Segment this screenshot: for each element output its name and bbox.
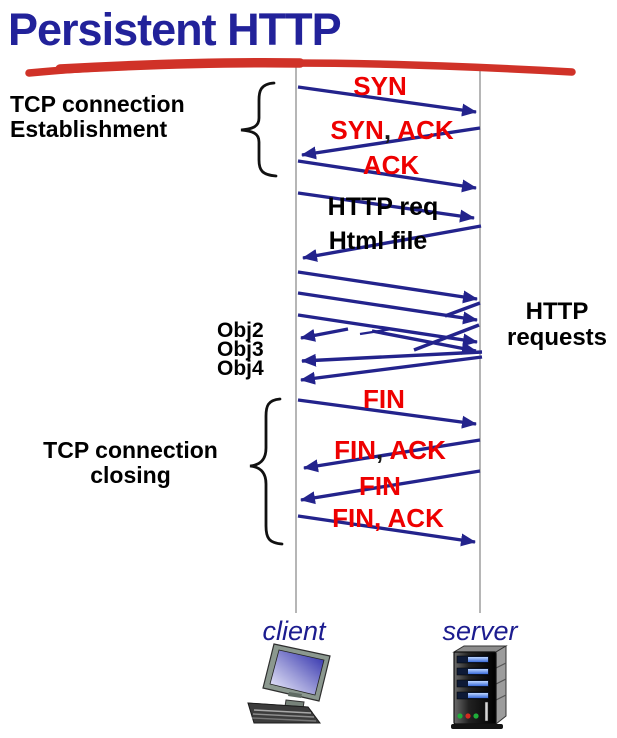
label-tcp-establishment-line2: Establishment <box>10 116 168 142</box>
monitor-button <box>288 692 302 698</box>
label-fin-ack-server: FIN, ACK <box>334 435 446 465</box>
arrow-fin-client <box>297 398 477 429</box>
label-tcp-closing-line2: closing <box>90 462 171 488</box>
server-side <box>495 645 507 726</box>
label-tcp-closing-line1: TCP connection <box>43 437 218 463</box>
server-led-green <box>457 713 463 719</box>
stray-dash <box>359 327 393 336</box>
brace-tcp-establishment <box>240 81 278 178</box>
arrow-obj4 <box>300 355 483 385</box>
label-ack: ACK <box>362 150 420 180</box>
keyboard-keys-row <box>251 717 317 722</box>
label-obj2: Obj2 <box>217 319 264 342</box>
arrow-syn <box>297 85 477 117</box>
arrow-fin-ack-client <box>297 514 476 547</box>
label-obj4: Obj4 <box>217 357 264 380</box>
arrow-html-file <box>302 224 482 262</box>
fin-ack-comma: , <box>376 435 390 465</box>
label-obj3: Obj3 <box>217 338 264 361</box>
monitor-screen <box>269 649 325 696</box>
server-base <box>451 724 503 729</box>
client-computer-icon <box>247 643 331 724</box>
arrow-syn-ack <box>301 126 481 160</box>
arrow-fin-server <box>300 469 481 505</box>
label-tcp-establishment-line1: TCP connection <box>10 91 185 117</box>
label-http-requests-line1: HTTP <box>525 298 589 325</box>
title-underline-stroke <box>25 58 576 77</box>
server-side-ridge <box>495 662 507 669</box>
server-label: server <box>442 616 518 646</box>
arrow-request-4 <box>371 329 477 355</box>
arrow-obj3 <box>301 350 483 367</box>
label-http-requests-line2: requests <box>506 324 608 351</box>
stray-segment-1 <box>444 301 481 318</box>
server-side-ridge <box>495 678 507 685</box>
label-tcp-closing: TCP connection closing <box>28 438 233 488</box>
label-fin-ack-client: FIN, ACK <box>332 503 444 533</box>
label-http-requests: HTTP requests <box>507 299 607 351</box>
arrow-obj2 <box>300 327 349 342</box>
keyboard-keys-row <box>252 713 315 718</box>
page-title: Persistent HTTP <box>8 4 342 55</box>
label-http-req: HTTP req <box>327 193 439 221</box>
arrow-request-2 <box>297 291 478 325</box>
server-tower-icon <box>451 645 508 729</box>
keyboard-keys-row <box>253 709 312 714</box>
label-objects: Obj2 Obj3 Obj4 <box>217 319 264 380</box>
label-syn: SYN <box>353 71 407 101</box>
syn-ack-comma: , <box>383 115 398 145</box>
label-syn-ack: SYN, ACK <box>330 115 454 145</box>
server-drive-bays <box>456 655 490 700</box>
server-led-green <box>473 713 479 719</box>
brace-tcp-closing <box>249 397 284 546</box>
server-vent-slit <box>484 701 489 722</box>
label-tcp-establishment: TCP connection Establishment <box>10 92 185 142</box>
label-fin-client: FIN <box>363 384 405 414</box>
arrow-request-1 <box>297 270 478 304</box>
label-html-file: Html file <box>328 227 428 255</box>
arrow-fin-ack-server <box>303 438 481 473</box>
server-side-ridge <box>495 694 507 701</box>
client-label: client <box>262 616 326 646</box>
arrow-ack <box>297 159 477 193</box>
server-led-red <box>465 713 471 719</box>
label-fin-server: FIN <box>359 471 401 501</box>
arrow-http-req <box>297 191 475 223</box>
stray-segment-2 <box>413 323 480 352</box>
